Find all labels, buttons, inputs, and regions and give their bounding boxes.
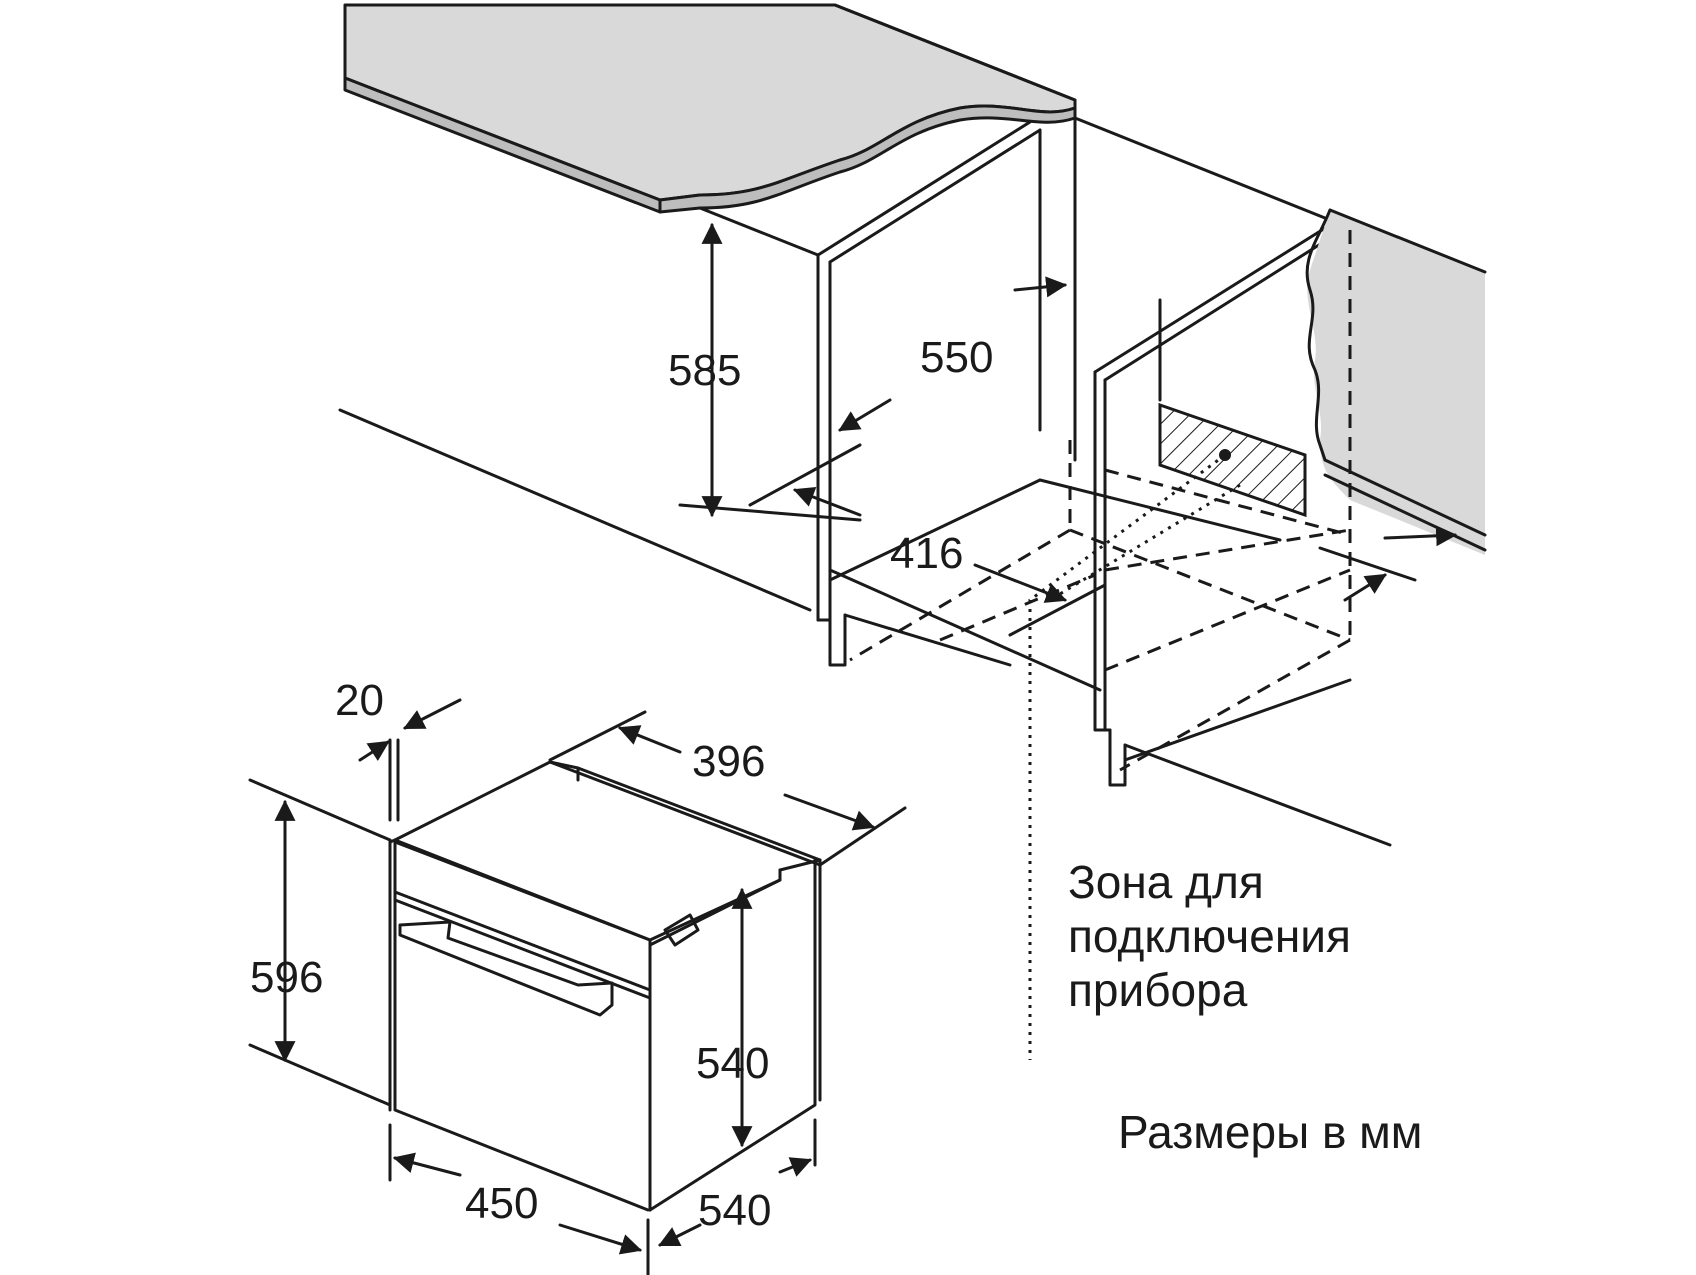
- countertop: [343, 3, 1077, 214]
- oven-dimension-arrows: [248, 698, 907, 1275]
- dim-label-oven-depth-top: 396: [692, 737, 765, 786]
- niche-dimension-arrows: [678, 222, 1458, 637]
- dim-label-panel-thickness: 20: [335, 676, 384, 725]
- connection-zone-line1: Зона для: [1068, 856, 1264, 908]
- dim-label-oven-depth: 540: [698, 1186, 771, 1235]
- installed-oven-outline: [849, 230, 1352, 1060]
- dim-label-niche-depth: 550: [920, 333, 993, 382]
- wall-top-edge: [833, 3, 1077, 102]
- dim-label-oven-height: 596: [250, 953, 323, 1002]
- connection-zone-line2: подключения: [1068, 910, 1351, 962]
- cabinet-left-panel: [338, 106, 1282, 692]
- dim-label-oven-width: 450: [465, 1179, 538, 1228]
- wall-top-edge-right: [1073, 116, 1332, 222]
- cabinet-right-panel: [1093, 208, 1487, 847]
- dim-label-oven-body-height: 540: [696, 1039, 769, 1088]
- oven: [388, 760, 822, 1212]
- dim-label-niche-width: 416: [890, 529, 963, 578]
- connection-zone-line3: прибора: [1068, 964, 1248, 1016]
- units-note: Размеры в мм: [1118, 1106, 1422, 1158]
- dim-label-niche-height: 585: [668, 346, 741, 395]
